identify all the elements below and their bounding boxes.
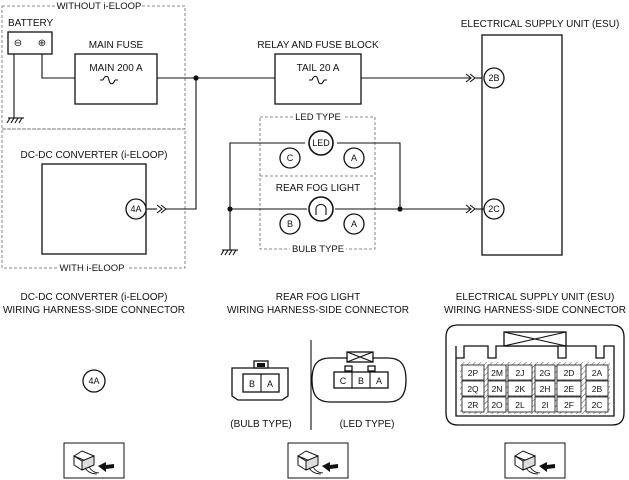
svg-text:4A: 4A (88, 376, 99, 386)
svg-text:B: B (358, 376, 364, 386)
led-type-caption: (LED TYPE) (340, 419, 395, 430)
esu-pin-cell (507, 364, 533, 381)
svg-text:A: A (351, 219, 357, 229)
esu-pin-label: 2E (564, 384, 575, 394)
esu-pin-label: 2M (491, 368, 503, 378)
relay-block-title: RELAY AND FUSE BLOCK (257, 40, 379, 51)
esu-pin-label: 2A (592, 368, 603, 378)
esu-pin-cell (585, 396, 609, 413)
esu-pin-label: 2B (592, 384, 603, 394)
esu-pin-label: 2P (468, 368, 479, 378)
bulb-type-caption: (BULB TYPE) (230, 419, 292, 430)
bulb-pin-a (343, 213, 365, 235)
esu-pin-cell (507, 380, 533, 397)
esu-title: ELECTRICAL SUPPLY UNIT (ESU) (461, 19, 620, 30)
led-pin-c (279, 147, 301, 169)
svg-text:A: A (376, 376, 382, 386)
dcdc-connector-pin-4a (82, 369, 106, 393)
esu-pin-cell (585, 364, 609, 381)
esu-pin-label: 2F (564, 400, 574, 410)
battery-symbol (7, 31, 53, 55)
esu-pin-cell (534, 396, 556, 413)
with-i-eloop-label: WITH i-ELOOP (60, 263, 125, 274)
esu-pin-label: 2K (515, 384, 526, 394)
svg-text:B: B (287, 219, 293, 229)
svg-text:2C: 2C (488, 204, 500, 214)
fog-bulb-connector: B A (231, 360, 289, 401)
esu-pin-label: 2Q (467, 384, 479, 394)
esu-pin-label: 2R (468, 400, 479, 410)
dcdc-connector-subtitle: WIRING HARNESS-SIDE CONNECTOR (3, 305, 185, 316)
esu-connector: 2P 2M 2J 2G 2D 2A 2Q 2N 2K 2H 2E 2B 2R 2O 2L 2I 2F 2C (445, 324, 625, 426)
esu-pin-cell (556, 396, 582, 413)
esu-pin-cell (461, 396, 485, 413)
ground-icon (6, 117, 24, 124)
bulb-icon (308, 196, 334, 222)
esu-pin-label: 2O (491, 400, 503, 410)
led-pin-a (343, 147, 365, 169)
main-fuse-icon (100, 75, 118, 85)
main-fuse-box (74, 53, 158, 105)
rear-fog-light-title: REAR FOG LIGHT (276, 183, 360, 194)
esu-pin-cell (487, 396, 507, 413)
tail-fuse-rating: TAIL 20 A (297, 63, 340, 74)
without-i-eloop-label: WITHOUT i-ELOOP (57, 1, 142, 12)
dcdc-connector-title: DC-DC CONVERTER (i-ELOOP) (20, 292, 167, 303)
bulb-type-label: BULB TYPE (292, 244, 344, 255)
led-icon: LED (308, 130, 334, 156)
esu-pin-label: 2D (564, 368, 575, 378)
fog-connector-title: REAR FOG LIGHT (276, 292, 360, 303)
esu-pin-2b (483, 67, 505, 89)
svg-text:LED: LED (312, 138, 330, 148)
esu-pin-cell (556, 364, 582, 381)
esu-pin-cell (507, 396, 533, 413)
esu-pin-label: 2L (515, 400, 525, 410)
esu-pin-cell (556, 380, 582, 397)
svg-text:4A: 4A (130, 204, 141, 214)
battery-minus-icon: ⊖ (14, 38, 22, 49)
esu-pin-label: 2G (539, 368, 550, 378)
ground-icon (220, 249, 238, 256)
svg-text:A: A (351, 153, 357, 163)
dcdc-title: DC-DC CONVERTER (i-ELOOP) (20, 150, 167, 161)
esu-pin-cell (534, 380, 556, 397)
tail-fuse-icon (309, 75, 327, 85)
led-type-label: LED TYPE (295, 112, 341, 123)
main-fuse-rating: MAIN 200 A (89, 63, 143, 74)
esu-pin-label: 2I (541, 400, 548, 410)
svg-text:C: C (287, 153, 294, 163)
battery-label: BATTERY (8, 18, 54, 29)
esu-pin-label: 2H (540, 384, 551, 394)
battery-plus-icon: ⊕ (38, 38, 46, 49)
esu-pin-cell (487, 364, 507, 381)
esu-pin-label: 2N (492, 384, 503, 394)
esu-pin-cell (487, 380, 507, 397)
esu-pin-label: 2C (592, 400, 603, 410)
connector-view-icon (63, 442, 125, 479)
esu-connector-title: ELECTRICAL SUPPLY UNIT (ESU) (456, 292, 615, 303)
svg-text:A: A (267, 379, 273, 389)
esu-connector-subtitle: WIRING HARNESS-SIDE CONNECTOR (444, 305, 626, 316)
bulb-pin-b (279, 213, 301, 235)
esu-pin-cell (534, 364, 556, 381)
with-i-eloop-region (1, 128, 186, 269)
esu-pin-label: 2J (516, 368, 525, 378)
esu-pin-cell (461, 380, 485, 397)
main-fuse-title: MAIN FUSE (89, 40, 144, 51)
svg-text:2B: 2B (488, 73, 499, 83)
svg-text:B: B (249, 379, 255, 389)
fog-led-connector: C B A (311, 351, 407, 403)
esu-pin-cell (461, 364, 485, 381)
svg-text:C: C (340, 376, 347, 386)
connector-view-icon (287, 442, 349, 479)
connector-view-icon (504, 442, 566, 479)
esu-pin-cell (585, 380, 609, 397)
fog-connector-subtitle: WIRING HARNESS-SIDE CONNECTOR (227, 305, 409, 316)
